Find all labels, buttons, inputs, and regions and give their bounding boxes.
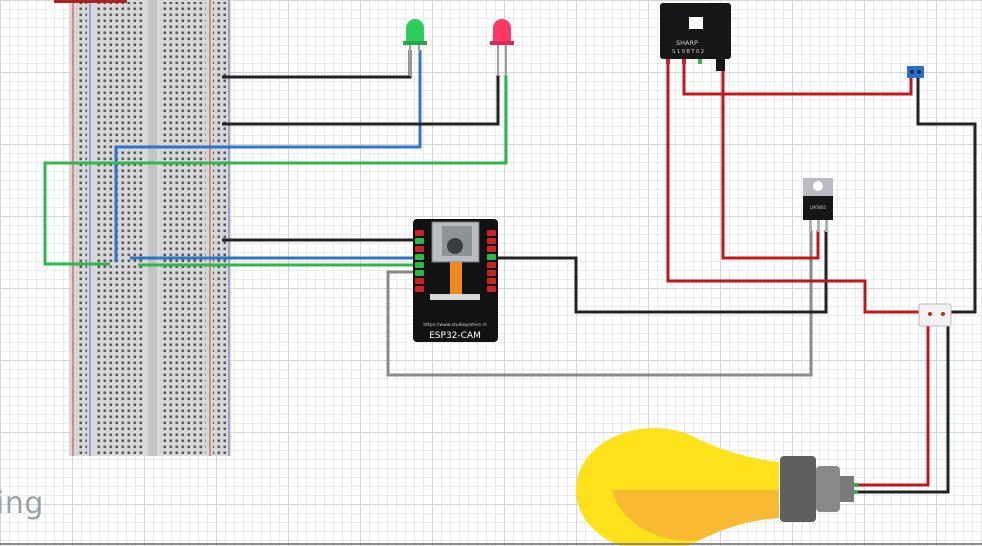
led-red-body [493,19,511,44]
camera-lens-icon [447,238,463,254]
led-green-body [406,19,424,44]
bulb-base [780,456,816,522]
relay-pins [666,59,725,71]
bulb-contact [840,476,854,502]
wire-red-sensor-terminal[interactable] [682,62,913,96]
wire-gray-regulator[interactable] [386,230,813,377]
terminal-body [907,66,924,78]
wire-black-bulb[interactable] [855,316,950,494]
wire-black-terminal-connector[interactable] [916,78,977,314]
wire-black-led-red[interactable] [222,75,500,126]
wire-red-sensor-regulator[interactable] [721,70,820,260]
relay-brand: SHARP [676,39,698,47]
regulator-hole-icon [813,181,823,191]
watermark-text: ing [0,486,44,521]
regulator-label: LM7805 [810,205,826,210]
wire-red-bulb[interactable] [855,316,930,487]
relay-model: S108T02 [672,49,705,55]
esp32-ribbon-cable [450,262,462,294]
hole-column-left-rail [76,2,87,454]
voltage-regulator[interactable]: LM7805 [803,178,833,232]
connector-body [918,303,952,327]
hole-column-right-main [160,2,206,454]
wire-connector[interactable] [918,303,952,327]
relay-body [660,3,731,59]
breadboard[interactable] [69,0,231,456]
wire-black-led-green[interactable] [222,50,412,79]
led-green[interactable] [403,19,427,76]
esp32-sd-slot [430,294,480,300]
light-bulb[interactable] [575,428,858,546]
hole-column-right-rail [213,2,226,454]
bulb-glass-lower [612,490,779,541]
wire-blue-led-green[interactable] [114,50,422,262]
screw-terminal[interactable] [907,66,924,78]
wire-green-led-red[interactable] [43,75,508,266]
sharp-relay[interactable]: SHARP S108T02 [660,3,731,71]
esp32-cam-board[interactable]: https://www.studiopieters.nl ESP32-CAM [413,219,498,342]
hole-column-left-main [95,2,145,454]
bulb-cap [816,466,840,512]
wire-black-regulator[interactable] [490,230,828,314]
led-red[interactable] [490,19,514,76]
esp32-pins-right [487,230,496,292]
top-edge-accent [54,0,127,3]
relay-window [689,17,703,29]
esp32-label: ESP32-CAM [429,331,481,341]
wire-red-sensor-connector[interactable] [666,62,922,314]
breadboard-center-channel [148,0,157,456]
esp32-pins-left [415,230,424,292]
esp32-url: https://www.studiopieters.nl [423,322,486,328]
wires [43,50,977,494]
regulator-body [803,196,833,220]
